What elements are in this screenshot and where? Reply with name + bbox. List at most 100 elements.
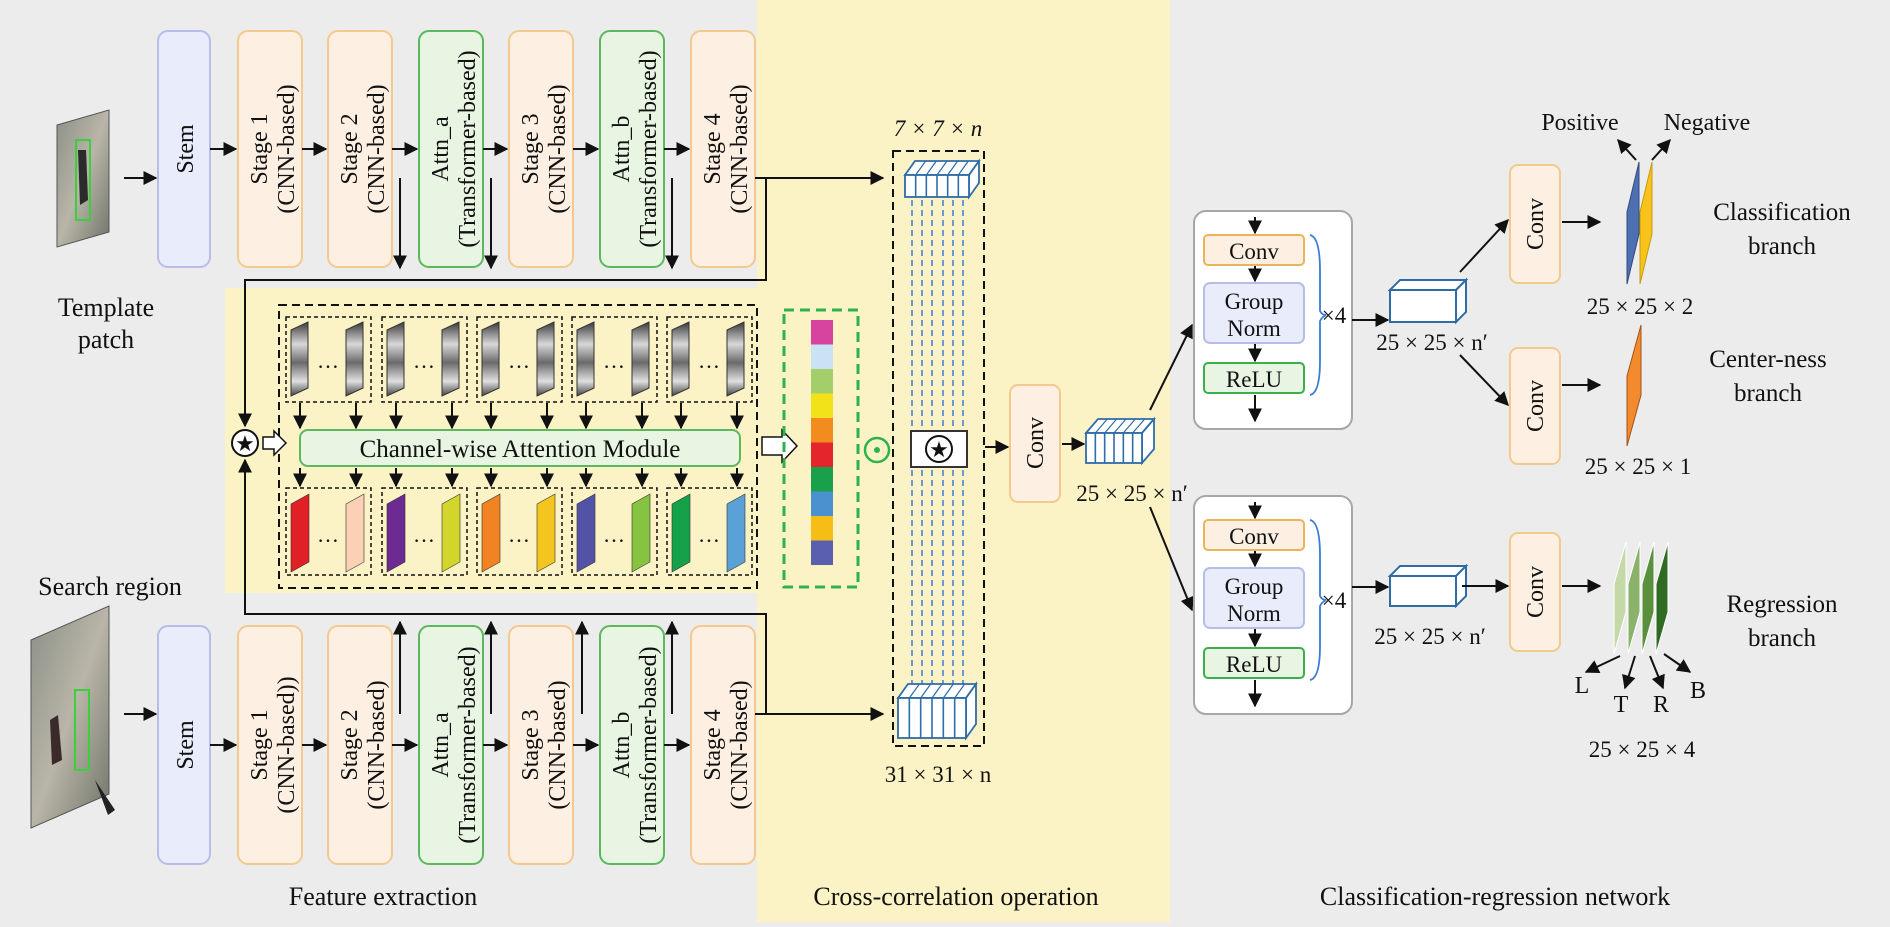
arrow-B <box>1663 653 1692 673</box>
cls-repeat-brace <box>1309 234 1327 396</box>
cls-relu-label: ReLU <box>1226 367 1283 392</box>
corr-cube-slice-top-2 <box>1104 418 1118 434</box>
reg-groupnorm-label-2: Norm <box>1227 601 1281 626</box>
bottom-group-box-4 <box>666 487 753 576</box>
classification-branch-label-2: branch <box>1748 233 1817 260</box>
reg-groupnorm-label-1: Group <box>1225 574 1284 599</box>
template-cube-slice-top-3 <box>936 160 948 176</box>
bottom-block-sublabel-3: (Transformer-based) <box>455 646 481 843</box>
color-plane-b-4 <box>726 493 746 573</box>
arrow-negative <box>1651 138 1671 161</box>
ellipsis-top-4: … <box>698 348 720 373</box>
corr-cube-slice-top-5 <box>1132 418 1146 434</box>
reg-feature-cube-top <box>1387 565 1469 577</box>
top-block-sublabel-2: (CNN-based) <box>364 84 390 213</box>
search-cube-slice-top-3 <box>931 683 943 699</box>
cls-conv-label: Conv <box>1523 198 1549 250</box>
regression-dim: 25 × 25 × 4 <box>1589 737 1696 762</box>
ellipsis-top-0: … <box>317 348 339 373</box>
channel-weight-7 <box>811 491 833 516</box>
top-block-sublabel-3: (Transformer-based) <box>455 50 481 247</box>
search-feature-dim: 31 × 31 × n <box>885 762 992 787</box>
reg-conv-block <box>1509 532 1561 652</box>
top-group-box-1 <box>381 316 468 403</box>
gray-plane-a-1 <box>386 321 405 397</box>
reg-side-label-T: T <box>1614 692 1629 718</box>
bottom-block-label-4: Stage 3 <box>518 709 544 780</box>
arrow-L <box>1584 655 1621 673</box>
cls-relu-block <box>1203 362 1305 394</box>
bottom-block-label-6: Stage 4 <box>700 709 726 780</box>
reg-plane-0 <box>1613 541 1627 655</box>
ellipsis-top-1: … <box>413 348 435 373</box>
bottom-block-sublabel-5: (Transformer-based) <box>636 646 662 843</box>
top-block-label-6: Stage 4 <box>700 113 726 184</box>
bottom-block-label-5: Attn_b <box>609 712 635 779</box>
arrow-to-cls-head <box>1149 323 1193 411</box>
xcorr-star-glyph: ★ <box>929 437 949 462</box>
bottom-group-box-3 <box>571 487 658 576</box>
top-block-label-2: Stage 2 <box>337 113 363 184</box>
top-block-label-3: Attn_a <box>428 116 454 182</box>
attention-feature-groups: ………………………… <box>285 316 753 576</box>
cross-correlation-box <box>892 150 985 747</box>
bottom-block-sublabel-1: (CNN-based)) <box>274 676 300 813</box>
bottom-block-label-2: Stage 2 <box>337 709 363 780</box>
color-plane-b-1 <box>441 493 461 573</box>
channel-weights-box <box>782 308 860 589</box>
ellipsis-top-3: … <box>603 348 625 373</box>
color-plane-a-1 <box>386 493 406 573</box>
arrow-R <box>1649 655 1665 690</box>
bottom-group-box-2 <box>476 487 563 576</box>
channel-attention-module-label: Channel-wise Attention Module <box>360 436 681 463</box>
classification-branch-label-1: Classification <box>1713 199 1851 226</box>
classification-dim: 25 × 25 × 2 <box>1587 294 1693 319</box>
top-block-sublabel-1: (CNN-based) <box>274 84 300 213</box>
centerness-branch-label-2: branch <box>1734 380 1803 407</box>
cls-plane-negative <box>1639 161 1653 285</box>
search-cube-slice-top-4 <box>942 683 954 699</box>
gray-plane-a-3 <box>576 321 595 397</box>
arrow-positive <box>1617 138 1637 161</box>
template-cube-slice-top-4 <box>947 160 959 176</box>
cls-plane-positive <box>1626 161 1640 285</box>
section-title-classification-regression: Classification-regression network <box>1320 882 1670 911</box>
bottom-block-label-0: Stem <box>173 720 199 770</box>
channel-weight-2 <box>811 369 833 394</box>
search-cube-slice-top-2 <box>920 683 932 699</box>
xcorr-star-icon <box>925 435 953 463</box>
top-group-box-4 <box>666 316 753 403</box>
section-title-feature-extraction: Feature extraction <box>289 882 477 911</box>
centerness-branch-label-1: Center-ness <box>1709 346 1827 373</box>
top-block-label-4: Stage 3 <box>518 113 544 184</box>
template-feature-cube <box>903 158 981 200</box>
ellipsis-bottom-4: … <box>698 522 720 547</box>
ellipsis-bottom-3: … <box>603 522 625 547</box>
template-cube-slice-top-5 <box>957 160 969 176</box>
color-plane-b-2 <box>536 493 556 573</box>
elementwise-product-dot <box>874 447 880 453</box>
gray-plane-a-4 <box>671 321 690 397</box>
search-feedback-line <box>238 458 767 714</box>
fusion-operator-icon <box>231 429 259 457</box>
reg-conv-label: Conv <box>1229 524 1279 549</box>
reg-side-label-B: B <box>1690 678 1706 704</box>
template-patch-image <box>56 109 110 248</box>
reg-relu-block <box>1203 647 1305 679</box>
top-block-label-0: Stem <box>173 124 199 174</box>
channel-weight-3 <box>811 393 833 418</box>
top-block-label-5: Attn_b <box>609 116 635 183</box>
top-block-label-1: Stage 1 <box>247 113 273 184</box>
top-group-box-3 <box>571 316 658 403</box>
fusion-star-icon: ★ <box>235 431 255 456</box>
correlation-output-dim: 25 × 25 × n′ <box>1076 481 1187 506</box>
cls-feature-cube-top <box>1387 279 1469 291</box>
section-title-cross-correlation: Cross-correlation operation <box>813 882 1098 911</box>
reg-plane-2 <box>1641 541 1655 655</box>
